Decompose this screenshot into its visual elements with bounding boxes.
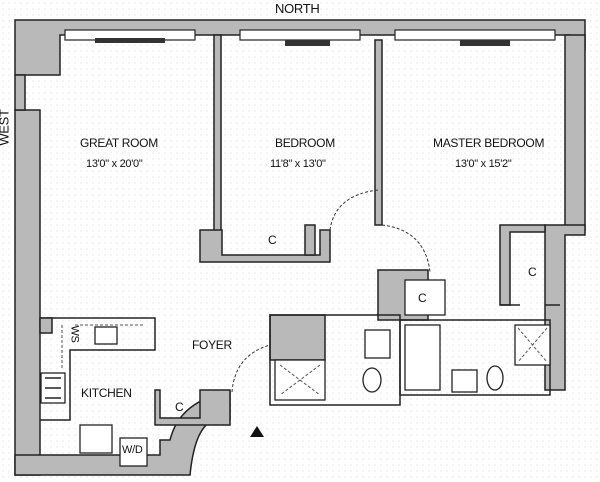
entry-arrow-icon (250, 426, 264, 437)
north-windows (64, 29, 556, 46)
kitchen-label: KITCHEN (81, 386, 132, 400)
kitchen-cabinet-lines (61, 324, 145, 370)
bedroom-south-wall (199, 229, 331, 263)
toilet-2 (486, 365, 504, 391)
west-wall-top (14, 74, 26, 111)
closet-label-bedroom: C (268, 233, 277, 247)
east-wall (564, 34, 586, 231)
bedroom-dims: 11'8" x 13'0" (270, 158, 326, 170)
bedroom-master-divider (374, 39, 383, 226)
great-room-label: GREAT ROOM (80, 136, 158, 150)
master-bedroom-label: MASTER BEDROOM (433, 136, 545, 150)
refrigerator (79, 424, 113, 454)
master-closet-wall (499, 224, 546, 306)
bedroom-west-wall (213, 34, 222, 236)
west-wall (14, 109, 41, 476)
bedroom-closet-wall (304, 224, 316, 256)
kitchen-wall-stub (39, 317, 53, 334)
kitchen-sink (94, 326, 118, 345)
shower-2-drain (517, 327, 548, 363)
bathtub (404, 324, 441, 391)
stove-burners (45, 377, 61, 399)
foyer-closet-wall (154, 389, 231, 426)
washer-sink-label: WS (68, 325, 81, 343)
east-wall-lower (544, 224, 586, 391)
closet-label-foyer: C (175, 400, 184, 414)
north-label: NORTH (275, 1, 320, 16)
washer-dryer-label: W/D (122, 444, 143, 456)
shower-1-drain (279, 364, 321, 396)
master-bedroom-dims: 13'0" x 15'2" (455, 158, 512, 170)
west-label: WEST (0, 109, 12, 146)
great-room-dims: 13'0" x 20'0" (86, 158, 143, 170)
entry-door-swing (231, 344, 271, 393)
bath-partition (269, 314, 326, 361)
closet-c3 (404, 279, 446, 316)
closet-label-master: C (528, 265, 537, 279)
kitchen-counter (40, 317, 156, 421)
foyer-label: FOYER (192, 338, 232, 352)
bedroom-door-swing (329, 189, 379, 231)
closet-label-hall: C (418, 291, 427, 305)
toilet-1 (362, 367, 382, 393)
washer-dryer (119, 437, 148, 467)
bedroom-label: BEDROOM (275, 136, 335, 150)
sink-1 (364, 329, 391, 359)
master-door-swing (381, 224, 431, 273)
north-wall (14, 19, 586, 76)
sink-2 (451, 369, 478, 393)
